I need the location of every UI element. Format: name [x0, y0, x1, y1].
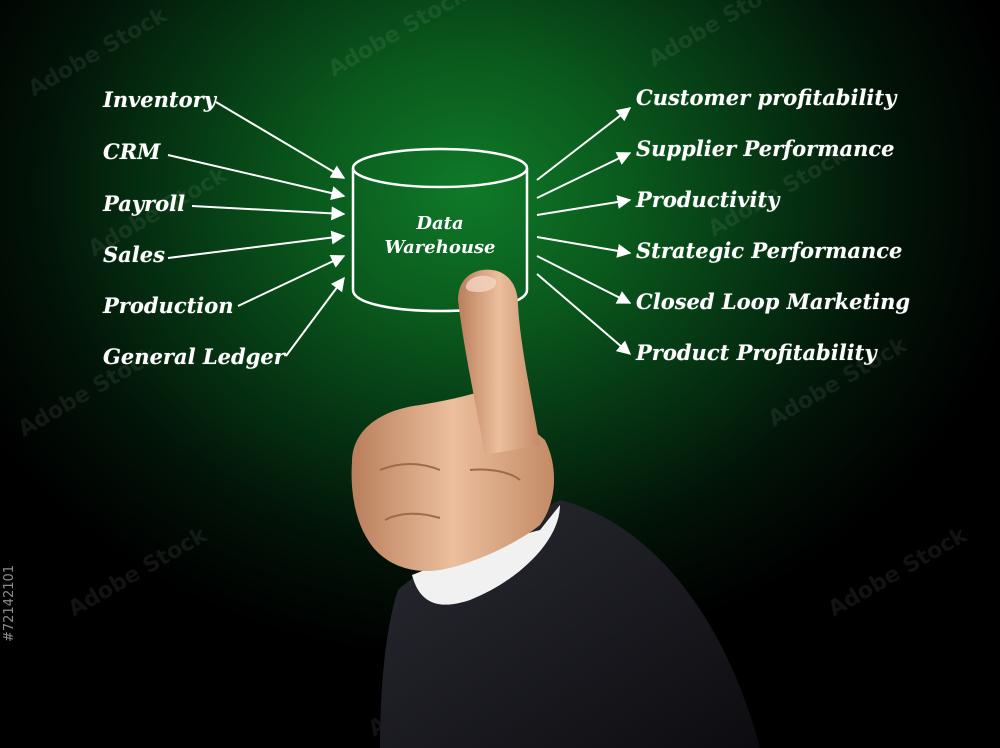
arrow-strategic-performance — [536, 236, 632, 258]
output-arrows — [536, 107, 632, 355]
arrow-production — [237, 255, 346, 307]
source-label-payroll: Payroll — [103, 191, 186, 216]
output-label-productivity: Productivity — [636, 187, 780, 212]
source-label-general-ledger: General Ledger — [103, 344, 285, 369]
center-line-1: Data — [416, 213, 464, 234]
source-label-production: Production — [103, 293, 234, 318]
arrow-product-profitability — [536, 273, 632, 355]
output-label-customer-profitability: Customer profitability — [636, 85, 897, 110]
arrow-inventory — [215, 101, 346, 179]
source-label-inventory: Inventory — [103, 87, 216, 112]
center-line-2: Warehouse — [384, 237, 496, 258]
arrow-sales — [167, 230, 346, 259]
output-label-closed-loop-marketing: Closed Loop Marketing — [636, 289, 911, 314]
stock-id: #72142101 — [2, 564, 17, 642]
output-label-product-profitability: Product Profitability — [636, 340, 877, 365]
arrow-closed-loop-marketing — [536, 255, 632, 304]
input-arrows — [167, 101, 346, 357]
output-label-supplier-performance: Supplier Performance — [636, 136, 895, 161]
arrow-productivity — [536, 195, 632, 216]
arrow-supplier-performance — [536, 152, 632, 199]
source-label-crm: CRM — [103, 139, 161, 164]
arrow-payroll — [191, 205, 346, 221]
center-label: Data Warehouse — [360, 212, 520, 260]
arrow-general-ledger — [285, 276, 345, 357]
database-icon — [351, 147, 529, 313]
index-finger — [458, 269, 540, 455]
output-label-strategic-performance: Strategic Performance — [636, 238, 903, 263]
arrow-customer-profitability — [536, 107, 632, 181]
arrow-crm — [167, 154, 346, 200]
source-label-sales: Sales — [103, 242, 165, 267]
